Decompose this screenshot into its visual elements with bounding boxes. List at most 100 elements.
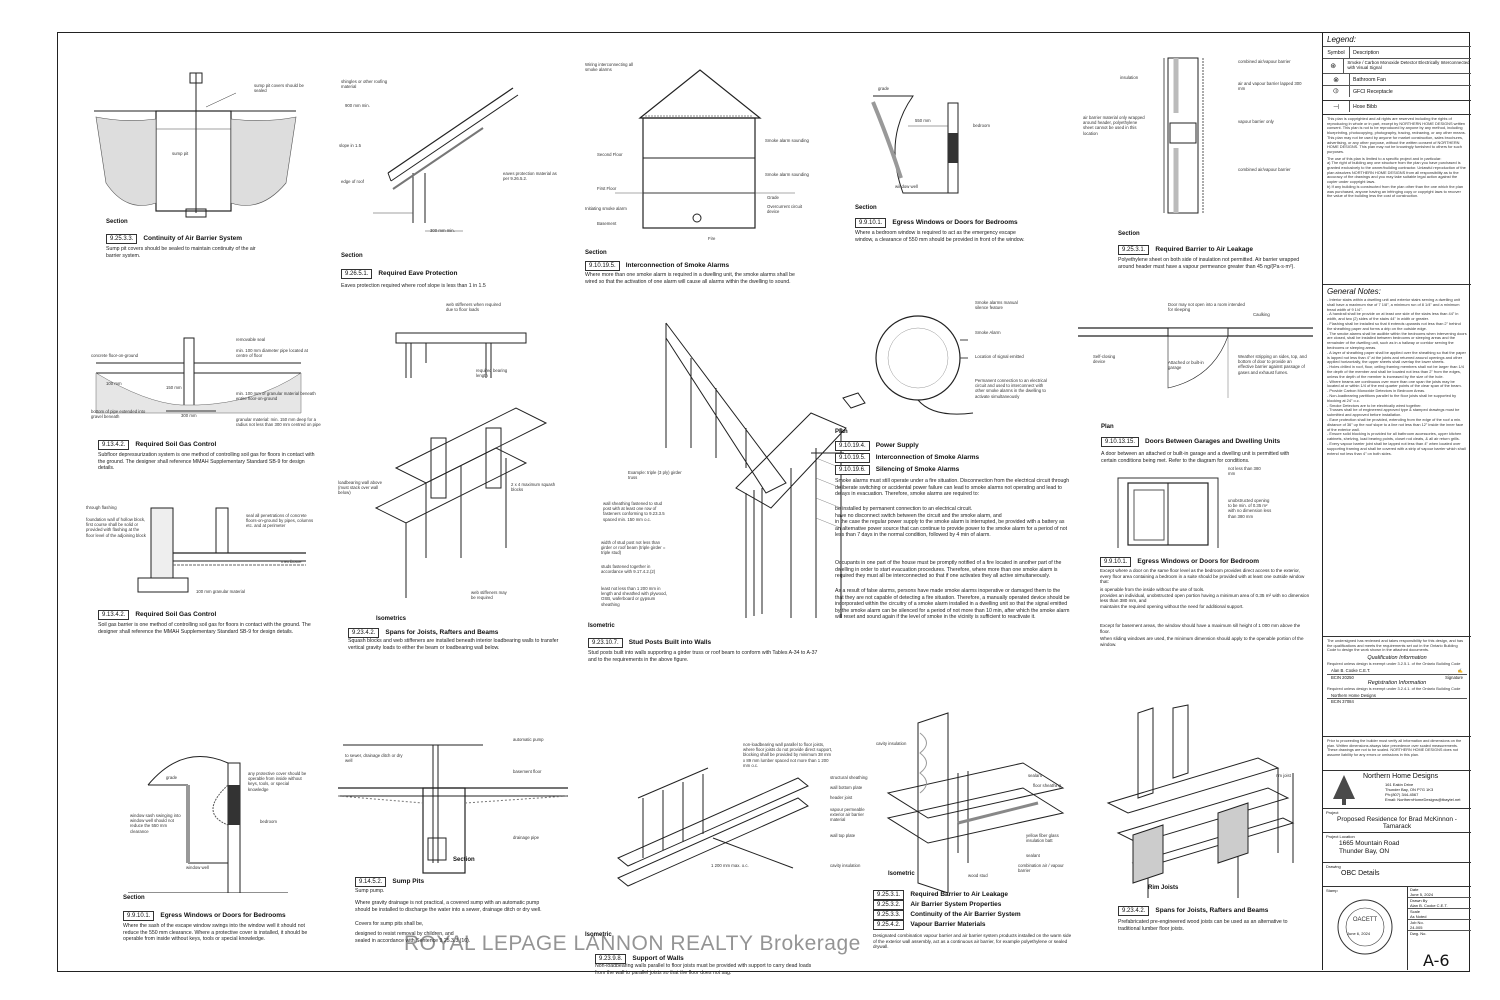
callout: unobstructed opening to be min. of 0.35 … xyxy=(1228,498,1272,519)
detail-title: Continuity of the Air Barrier System xyxy=(910,911,1021,918)
general-note: - Provide Carbon Monoxide Detectors in B… xyxy=(1327,388,1426,394)
detail-title: Egress Windows or Doors for Bedrooms xyxy=(160,912,286,919)
callout: Basement xyxy=(597,221,617,226)
callout: Location of signal emitted xyxy=(975,354,1024,359)
detail-note: Occupants in one part of the house must … xyxy=(835,560,1062,580)
detail-title: Stud Posts Built into Walls xyxy=(628,639,712,646)
job-row: Job No.24-005 xyxy=(1408,920,1471,931)
view-label: Section xyxy=(123,895,145,901)
callout: wood stud xyxy=(968,873,988,878)
callout: 100 mm granular material xyxy=(196,589,245,594)
general-note: - Interior stairs within a dwelling unit… xyxy=(1327,297,1460,312)
job-value: 24-005 xyxy=(1410,925,1423,930)
view-label: Section xyxy=(106,219,128,225)
copyright-text: This plan is copyrighted and all rights … xyxy=(1327,116,1466,154)
callout: sump pit xyxy=(172,151,189,156)
smoke-co-icon: ⊛ xyxy=(1323,59,1345,73)
legend-desc: Smoke / Carbon Monoxide Detector Electri… xyxy=(1347,60,1470,70)
detail-title: Power Supply xyxy=(875,442,919,449)
fan-icon: ⊗ xyxy=(1323,74,1350,85)
detail-note: Stud posts built into walls supporting a… xyxy=(588,650,818,663)
detail-note: As a result of false alarms, persons hav… xyxy=(835,588,1070,621)
detail-note: Soil gas barrier is one method of contro… xyxy=(98,622,311,635)
callout: Door may not open into a room intended f… xyxy=(1168,302,1245,313)
detail-rim-joists: rim joist Rim Joists 9.23.4.2.Spans for … xyxy=(1078,703,1318,970)
callout: granular material: min. 150 mm deep for … xyxy=(236,417,321,428)
detail-ref: 9.25.3.1. xyxy=(873,890,905,900)
callout: edge of roof xyxy=(341,179,364,184)
detail-bullets: is openable from the inside without the … xyxy=(1100,587,1310,609)
drawing-label: Drawing xyxy=(1326,864,1341,869)
detail-heading: 9.23.4.2.Spans for Joists, Rafters and B… xyxy=(1118,906,1268,916)
rim-joist-isometric-drawing xyxy=(1106,704,1295,898)
copyright-block: This plan is copyrighted and all rights … xyxy=(1323,115,1471,285)
callout: window well xyxy=(895,184,918,189)
detail-ref: 9.10.19.5. xyxy=(835,453,870,463)
callout: bottom of pipe extended into gravel bene… xyxy=(91,409,146,420)
callout: structural sheathing xyxy=(830,775,868,780)
drawn-value: Alan B. Cooke C.E.T. xyxy=(1410,903,1448,908)
legend-desc: Hose Bibb xyxy=(1353,103,1377,110)
detail-support-walls: non-loadbearing wall parallel to floor j… xyxy=(583,738,838,970)
signature-icon: ✍ xyxy=(1457,668,1463,674)
title-block: Legend: Symbol Description ⊛ Smoke / Car… xyxy=(1322,33,1471,970)
detail-soil-gas-barrier: through flashing foundation wall of holl… xyxy=(86,503,326,663)
callout: automatic pump xyxy=(513,737,544,742)
detail-ref: 9.25.3.3. xyxy=(106,234,138,244)
callout: sump pit covers should be sealed xyxy=(254,83,304,94)
bullet: have no disconnect switch between the ci… xyxy=(835,512,1002,519)
callout: air barrier material only wrapped around… xyxy=(1083,115,1145,136)
detail-smoke-interconnect: Wiring interconnecting all smoke alarms … xyxy=(585,58,815,298)
detail-note: Where a bedroom window is required to ac… xyxy=(855,230,1025,243)
use-note: The use of this plan is limited to a spe… xyxy=(1327,155,1442,161)
window-sash-drawing xyxy=(128,756,288,893)
girder-truss-isometric-drawing xyxy=(665,322,847,618)
detail-note: Non-loadbearing walls parallel to floor … xyxy=(595,963,812,976)
legend-header: Description xyxy=(1353,49,1379,56)
legend-header-row: Symbol Description xyxy=(1323,46,1471,58)
firm-phone: Ph:(807) 344-4567 xyxy=(1385,792,1419,797)
detail-heading: 9.14.5.2.Sump Pits xyxy=(355,877,424,887)
general-note: - Where beams are continuous over more t… xyxy=(1327,378,1462,389)
header-wall-drawing xyxy=(1163,57,1204,214)
detail-note: A door between an attached or built-in g… xyxy=(1101,451,1290,464)
callout: Example: triple (3 ply) girder truss xyxy=(628,470,682,481)
project-label: Project xyxy=(1326,810,1339,815)
general-note: - A handrail shall be provide on at leas… xyxy=(1327,311,1459,322)
detail-ref: 9.25.3.2. xyxy=(873,900,905,910)
detail-heading: 9.10.19.5.Interconnection of Smoke Alarm… xyxy=(835,453,979,463)
detail-title: Egress Windows or Doors for Bedrooms xyxy=(892,219,1018,226)
bullet: sealed in accordance with Sentence 9.25.… xyxy=(355,937,471,944)
callout: min. 100 mm of granular material beneath… xyxy=(236,391,316,402)
detail-title: Required Eave Protection xyxy=(378,270,458,277)
callout: First Floor xyxy=(597,186,617,191)
detail-garage-door: Door may not open into a room intended f… xyxy=(1073,298,1318,448)
callout: removable seal xyxy=(236,337,266,342)
detail-note: Where more than one smoke alarm is requi… xyxy=(585,272,795,285)
drawing-name: OBC Details xyxy=(1341,870,1380,877)
qualification-name: Alan B. Cooke C.E.T. xyxy=(1331,668,1371,674)
detail-heading: 9.9.10.1.Egress Windows or Doors for Bed… xyxy=(123,911,286,921)
callout: not less than 380 mm xyxy=(1228,466,1261,477)
detail-ref: 9.10.19.6. xyxy=(835,465,870,475)
detail-soil-gas-depressurization: removable seal concrete floor-on-ground … xyxy=(86,333,326,493)
callout: eaves protection material as per 9.26.5.… xyxy=(503,171,557,182)
use-notes: The use of this plan is limited to a spe… xyxy=(1323,155,1471,201)
callout: slope in 1.5 xyxy=(339,143,361,148)
detail-sump-pits: automatic pump to sewer, drainage ditch … xyxy=(333,733,583,970)
gfci-icon: ⦶ xyxy=(1323,86,1350,97)
callout: through flashing xyxy=(86,505,117,510)
detail-barrier-isometric: cavity insulation structural sheathing s… xyxy=(828,703,1078,970)
firm-address: 161 Eakin Drive xyxy=(1385,782,1414,787)
callout: width of stud post not less than girder … xyxy=(601,540,666,556)
callout: seal all penetrations of concrete floors… xyxy=(246,513,314,529)
undersigned-text: The undersigned has reviewed and takes r… xyxy=(1327,638,1464,653)
callout: rim joist xyxy=(1276,773,1291,778)
door-plan-drawing xyxy=(1078,327,1313,398)
view-label: Isometric xyxy=(588,623,615,629)
callout: drainage pipe xyxy=(513,835,540,840)
sump-pit-drawing xyxy=(94,72,297,218)
stamp-label: Stamp xyxy=(1326,888,1338,893)
callout: studs fastened together in accordance wi… xyxy=(601,564,656,575)
